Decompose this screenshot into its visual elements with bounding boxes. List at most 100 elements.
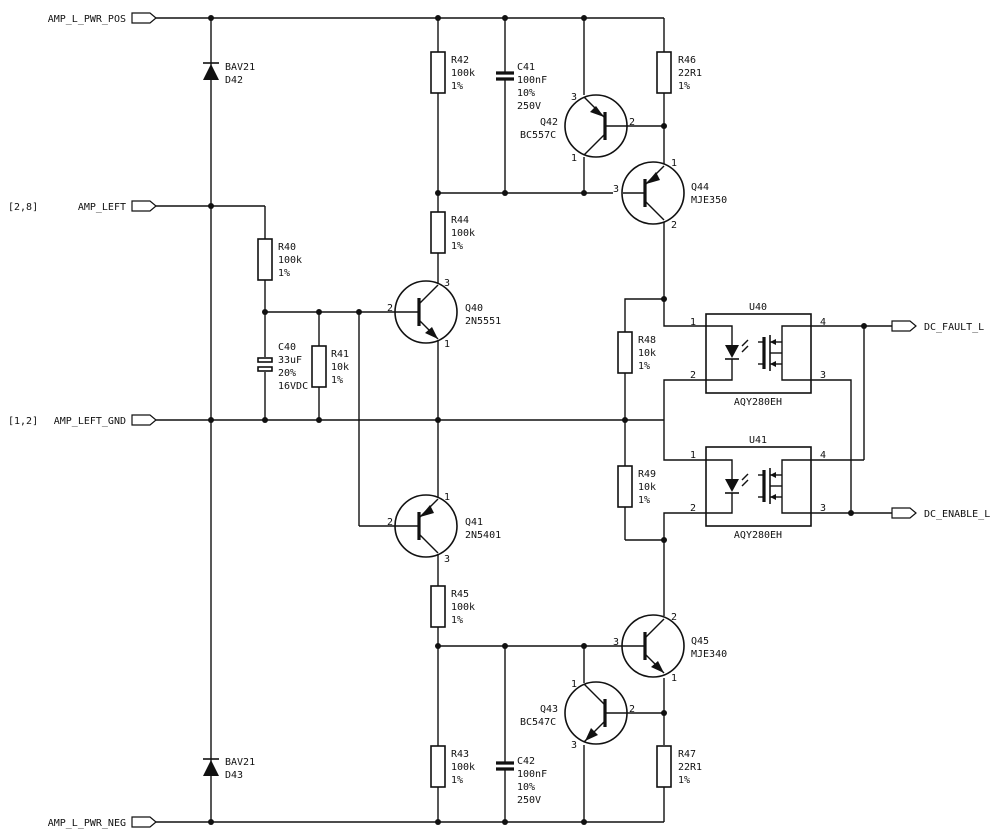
resistor-tolerance: 1% [678, 81, 690, 92]
pin-number: 2 [629, 704, 635, 715]
transistor-part: BC557C [520, 130, 556, 141]
transistor-ref: Q43 [540, 704, 558, 715]
diode-d42: BAV21 D42 [203, 62, 255, 86]
resistor-ref: R46 [678, 55, 696, 66]
port-label: AMP_L_PWR_POS [48, 14, 126, 25]
capacitor-value: 100nF [517, 769, 547, 780]
resistor-value: 10k [638, 482, 656, 493]
transistor-part: 2N5401 [465, 530, 501, 541]
pin-number: 3 [444, 278, 450, 289]
diode-ref: D42 [225, 75, 243, 86]
transistor-q43: 2 1 3 Q43 BC547C [520, 679, 635, 751]
pin-number: 1 [690, 317, 696, 328]
pin-number: 3 [444, 554, 450, 565]
resistor-ref: R43 [451, 749, 469, 760]
ic-ref: U41 [749, 435, 767, 446]
pin-number: 2 [671, 612, 677, 623]
port-label: AMP_LEFT [78, 202, 126, 213]
pin-number: 2 [387, 517, 393, 528]
resistor-value: 100k [451, 762, 475, 773]
resistor-value: 22R1 [678, 68, 702, 79]
capacitor-voltage: 250V [517, 101, 541, 112]
port-label: DC_ENABLE_L [924, 509, 990, 520]
capacitor-voltage: 250V [517, 795, 541, 806]
ic-part: AQY280EH [734, 397, 782, 408]
diode-type: BAV21 [225, 62, 255, 73]
pin-number: 1 [671, 158, 677, 169]
pin-number: 1 [571, 679, 577, 690]
transistor-ref: Q40 [465, 303, 483, 314]
ic-part: AQY280EH [734, 530, 782, 541]
transistor-part: MJE350 [691, 195, 727, 206]
transistor-ref: Q45 [691, 636, 709, 647]
pin-number: 2 [690, 370, 696, 381]
resistor-r44: R44 100k 1% [430, 211, 475, 254]
transistor-part: BC547C [520, 717, 556, 728]
port-amp-left: AMP_LEFT [2,8] [8, 200, 157, 213]
resistor-value: 10k [331, 362, 349, 373]
pin-number: 3 [820, 370, 826, 381]
resistor-tolerance: 1% [451, 241, 463, 252]
capacitor-tolerance: 10% [517, 88, 535, 99]
resistor-value: 10k [638, 348, 656, 359]
capacitor-voltage: 16VDC [278, 381, 308, 392]
port-label: AMP_LEFT_GND [54, 416, 126, 427]
resistor-tolerance: 1% [638, 495, 650, 506]
transistor-part: MJE340 [691, 649, 727, 660]
resistor-tolerance: 1% [451, 615, 463, 626]
resistor-value: 100k [451, 68, 475, 79]
pin-number: 4 [820, 450, 826, 461]
diode-type: BAV21 [225, 757, 255, 768]
resistor-r41: R41 10k 1% [311, 345, 349, 388]
resistor-ref: R44 [451, 215, 469, 226]
port-label: DC_FAULT_L [924, 322, 984, 333]
diode-d43: BAV21 D43 [203, 757, 255, 781]
capacitor-ref: C41 [517, 62, 535, 73]
resistor-r43: R43 100k 1% [430, 745, 475, 788]
resistor-ref: R41 [331, 349, 349, 360]
resistor-tolerance: 1% [451, 775, 463, 786]
transistor-q41: 2 1 3 Q41 2N5401 [387, 492, 501, 565]
pin-number: 2 [629, 117, 635, 128]
pin-number: 2 [671, 220, 677, 231]
capacitor-c41: C41 100nF 10% 250V [496, 62, 547, 112]
pin-number: 1 [444, 339, 450, 350]
transistor-q42: 2 3 1 Q42 BC557C [520, 92, 635, 164]
resistor-ref: R42 [451, 55, 469, 66]
ic-ref: U40 [749, 302, 767, 313]
pin-number: 3 [613, 184, 619, 195]
capacitor-c40: C40 33uF 20% 16VDC [257, 342, 308, 392]
resistor-tolerance: 1% [678, 775, 690, 786]
resistor-r42: R42 100k 1% [430, 51, 475, 94]
resistor-value: 100k [278, 255, 302, 266]
capacitor-tolerance: 20% [278, 368, 296, 379]
resistor-ref: R48 [638, 335, 656, 346]
resistor-value: 100k [451, 228, 475, 239]
resistor-r49: R49 10k 1% [617, 465, 656, 508]
port-amp-l-pwr-neg: AMP_L_PWR_NEG [48, 816, 157, 829]
resistor-tolerance: 1% [331, 375, 343, 386]
pin-number: 1 [444, 492, 450, 503]
transistor-q40: 2 3 1 Q40 2N5551 [387, 278, 501, 350]
resistor-ref: R45 [451, 589, 469, 600]
resistor-ref: R40 [278, 242, 296, 253]
port-label: AMP_L_PWR_NEG [48, 818, 126, 829]
pin-number: 1 [671, 673, 677, 684]
junctions [208, 15, 867, 825]
resistor-value: 22R1 [678, 762, 702, 773]
resistor-r46: R46 22R1 1% [656, 51, 702, 94]
port-dc-enable-l: DC_ENABLE_L [891, 507, 990, 520]
relay-u41: U41 AQY280EH 1 2 4 3 [690, 435, 826, 541]
resistor-tolerance: 1% [638, 361, 650, 372]
pin-number: 3 [571, 740, 577, 751]
capacitor-ref: C42 [517, 756, 535, 767]
pin-number: 2 [387, 303, 393, 314]
resistor-r45: R45 100k 1% [430, 585, 475, 628]
pin-number: 2 [690, 503, 696, 514]
port-sheet-ref: [2,8] [8, 202, 38, 213]
pin-number: 3 [613, 637, 619, 648]
resistor-ref: R49 [638, 469, 656, 480]
transistor-ref: Q42 [540, 117, 558, 128]
resistor-ref: R47 [678, 749, 696, 760]
